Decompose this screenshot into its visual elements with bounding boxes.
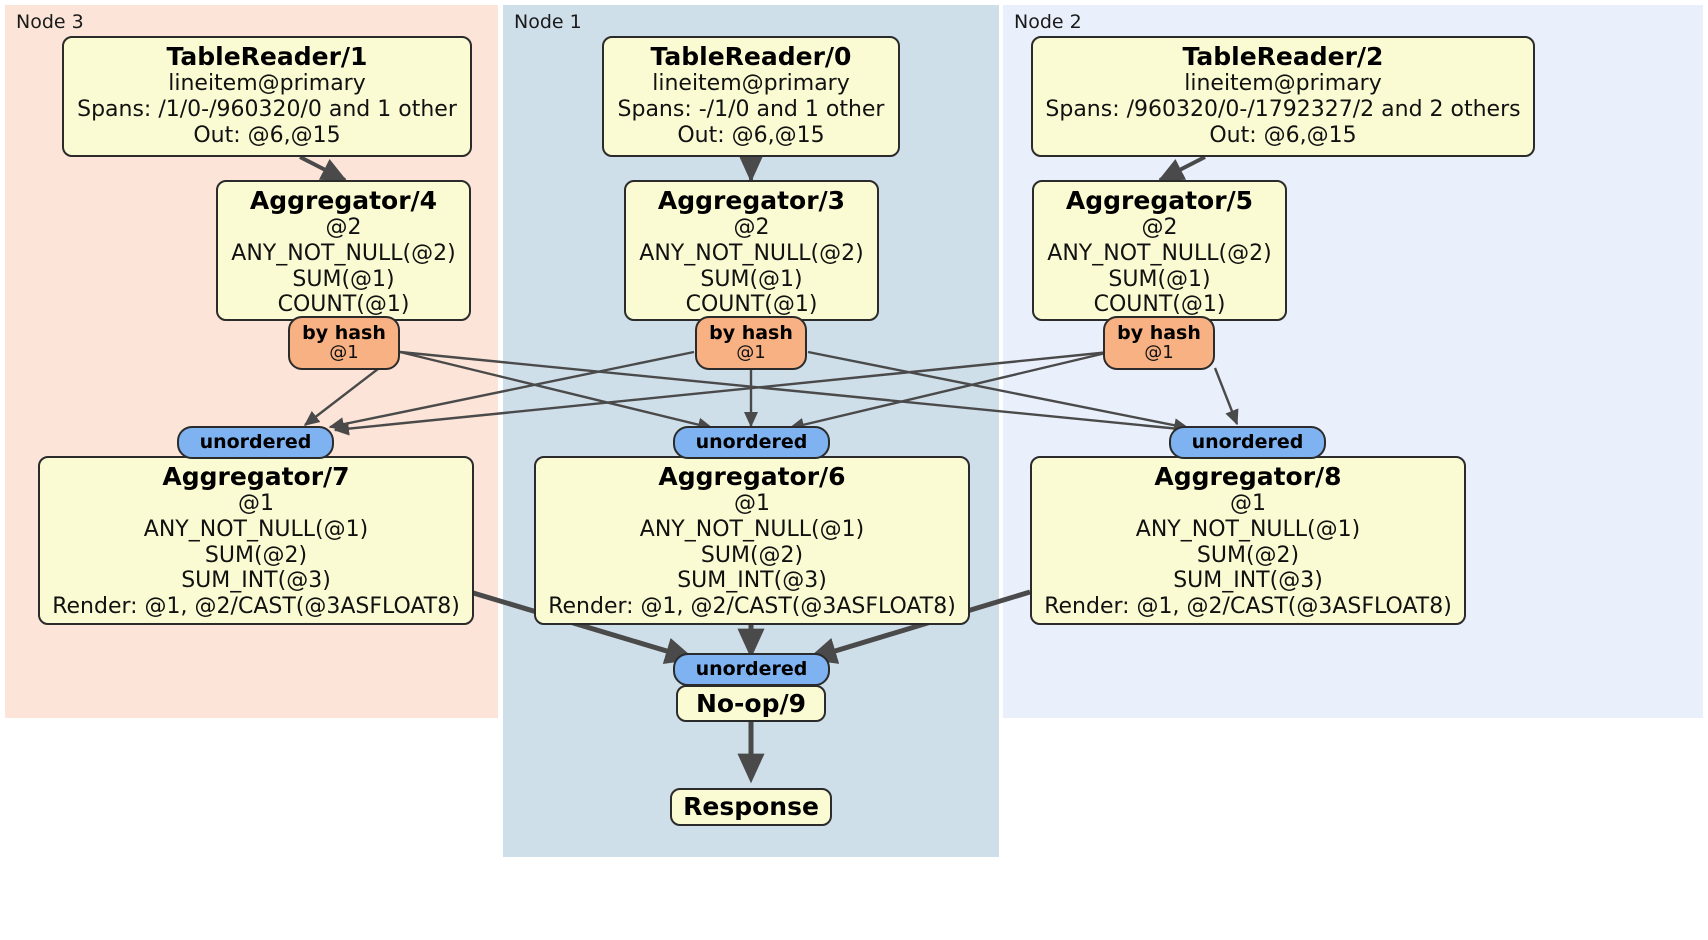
processor-detail-out: Out: @6,@15 bbox=[193, 122, 341, 148]
router-column: @1 bbox=[736, 341, 766, 363]
processor-detail-render: Render: @1, @2/CAST(@3ASFLOAT8) bbox=[548, 594, 956, 620]
processor-detail-agg3: SUM_INT(@3) bbox=[181, 568, 331, 594]
processor-detail-agg3: COUNT(@1) bbox=[277, 292, 410, 318]
node-label-node2: Node 2 bbox=[1014, 11, 1082, 33]
processor-detail-spans: Spans: -/1/0 and 1 other bbox=[617, 96, 885, 122]
processor-detail-spans: Spans: /960320/0-/1792327/2 and 2 others bbox=[1045, 96, 1521, 122]
processor-detail-spans: Spans: /1/0-/960320/0 and 1 other bbox=[77, 96, 457, 122]
processor-detail-agg3: COUNT(@1) bbox=[1093, 292, 1226, 318]
processor-detail-agg1: ANY_NOT_NULL(@2) bbox=[1047, 240, 1272, 266]
synchronizer-label: unordered bbox=[695, 657, 808, 680]
processor-aggregator-8[interactable]: Aggregator/8 @1 ANY_NOT_NULL(@1) SUM(@2)… bbox=[1030, 456, 1466, 625]
router-by-hash-left[interactable]: by hash @1 bbox=[288, 316, 400, 370]
processor-response[interactable]: Response bbox=[670, 788, 832, 826]
processor-detail-agg3: SUM_INT(@3) bbox=[677, 568, 827, 594]
processor-aggregator-5[interactable]: Aggregator/5 @2 ANY_NOT_NULL(@2) SUM(@1)… bbox=[1032, 180, 1287, 321]
processor-table-reader-2[interactable]: TableReader/2 lineitem@primary Spans: /9… bbox=[1031, 36, 1535, 157]
processor-detail-groupcol: @1 bbox=[734, 491, 770, 517]
router-by-hash-center[interactable]: by hash @1 bbox=[695, 316, 807, 370]
processor-detail-table: lineitem@primary bbox=[652, 71, 850, 97]
processor-title: No-op/9 bbox=[695, 688, 807, 718]
router-column: @1 bbox=[1144, 341, 1174, 363]
processor-detail-agg2: SUM(@1) bbox=[292, 266, 395, 292]
processor-aggregator-3[interactable]: Aggregator/3 @2 ANY_NOT_NULL(@2) SUM(@1)… bbox=[624, 180, 879, 321]
processor-detail-agg1: ANY_NOT_NULL(@2) bbox=[231, 240, 456, 266]
processor-detail-out: Out: @6,@15 bbox=[677, 122, 825, 148]
processor-table-reader-1[interactable]: TableReader/1 lineitem@primary Spans: /1… bbox=[62, 36, 472, 157]
processor-title: Aggregator/8 bbox=[1154, 462, 1342, 491]
synchronizer-unordered-final[interactable]: unordered bbox=[673, 653, 830, 686]
processor-table-reader-0[interactable]: TableReader/0 lineitem@primary Spans: -/… bbox=[602, 36, 900, 157]
processor-detail-groupcol: @1 bbox=[1230, 491, 1266, 517]
processor-title: Response bbox=[683, 792, 819, 822]
synchronizer-label: unordered bbox=[199, 430, 312, 453]
router-column: @1 bbox=[329, 341, 359, 363]
processor-title: Aggregator/7 bbox=[162, 462, 350, 491]
processor-noop-9[interactable]: No-op/9 bbox=[676, 685, 826, 722]
processor-detail-agg3: COUNT(@1) bbox=[685, 292, 818, 318]
processor-detail-groupcol: @2 bbox=[1141, 215, 1178, 241]
processor-detail-agg1: ANY_NOT_NULL(@1) bbox=[1135, 516, 1361, 542]
node-label-node1: Node 1 bbox=[514, 11, 582, 33]
synchronizer-unordered-center[interactable]: unordered bbox=[673, 426, 830, 459]
processor-detail-groupcol: @1 bbox=[238, 491, 274, 517]
synchronizer-unordered-left[interactable]: unordered bbox=[177, 426, 334, 459]
processor-aggregator-4[interactable]: Aggregator/4 @2 ANY_NOT_NULL(@2) SUM(@1)… bbox=[216, 180, 471, 321]
processor-detail-agg2: SUM(@2) bbox=[1196, 542, 1300, 568]
processor-aggregator-7[interactable]: Aggregator/7 @1 ANY_NOT_NULL(@1) SUM(@2)… bbox=[38, 456, 474, 625]
processor-detail-agg2: SUM(@1) bbox=[700, 266, 803, 292]
processor-detail-render: Render: @1, @2/CAST(@3ASFLOAT8) bbox=[1044, 594, 1452, 620]
node-label-node3: Node 3 bbox=[16, 11, 84, 33]
processor-title: Aggregator/3 bbox=[657, 186, 846, 215]
processor-detail-agg1: ANY_NOT_NULL(@2) bbox=[639, 240, 864, 266]
processor-title: Aggregator/4 bbox=[249, 186, 438, 215]
processor-title: Aggregator/6 bbox=[658, 462, 846, 491]
processor-detail-agg3: SUM_INT(@3) bbox=[1173, 568, 1323, 594]
router-label: by hash bbox=[709, 321, 793, 344]
processor-detail-agg2: SUM(@1) bbox=[1108, 266, 1211, 292]
processor-detail-agg2: SUM(@2) bbox=[204, 542, 308, 568]
processor-detail-table: lineitem@primary bbox=[1184, 71, 1382, 97]
processor-detail-groupcol: @2 bbox=[325, 215, 362, 241]
synchronizer-label: unordered bbox=[1191, 430, 1304, 453]
router-label: by hash bbox=[1117, 321, 1201, 344]
processor-title: TableReader/1 bbox=[166, 42, 368, 71]
processor-detail-agg1: ANY_NOT_NULL(@1) bbox=[143, 516, 369, 542]
processor-detail-groupcol: @2 bbox=[733, 215, 770, 241]
processor-title: TableReader/2 bbox=[1182, 42, 1384, 71]
synchronizer-label: unordered bbox=[695, 430, 808, 453]
router-label: by hash bbox=[302, 321, 386, 344]
processor-detail-out: Out: @6,@15 bbox=[1209, 122, 1357, 148]
processor-detail-render: Render: @1, @2/CAST(@3ASFLOAT8) bbox=[52, 594, 460, 620]
synchronizer-unordered-right[interactable]: unordered bbox=[1169, 426, 1326, 459]
processor-detail-agg1: ANY_NOT_NULL(@1) bbox=[639, 516, 865, 542]
processor-title: Aggregator/5 bbox=[1065, 186, 1254, 215]
processor-detail-table: lineitem@primary bbox=[168, 71, 366, 97]
router-by-hash-right[interactable]: by hash @1 bbox=[1103, 316, 1215, 370]
processor-detail-agg2: SUM(@2) bbox=[700, 542, 804, 568]
processor-title: TableReader/0 bbox=[650, 42, 852, 71]
processor-aggregator-6[interactable]: Aggregator/6 @1 ANY_NOT_NULL(@1) SUM(@2)… bbox=[534, 456, 970, 625]
